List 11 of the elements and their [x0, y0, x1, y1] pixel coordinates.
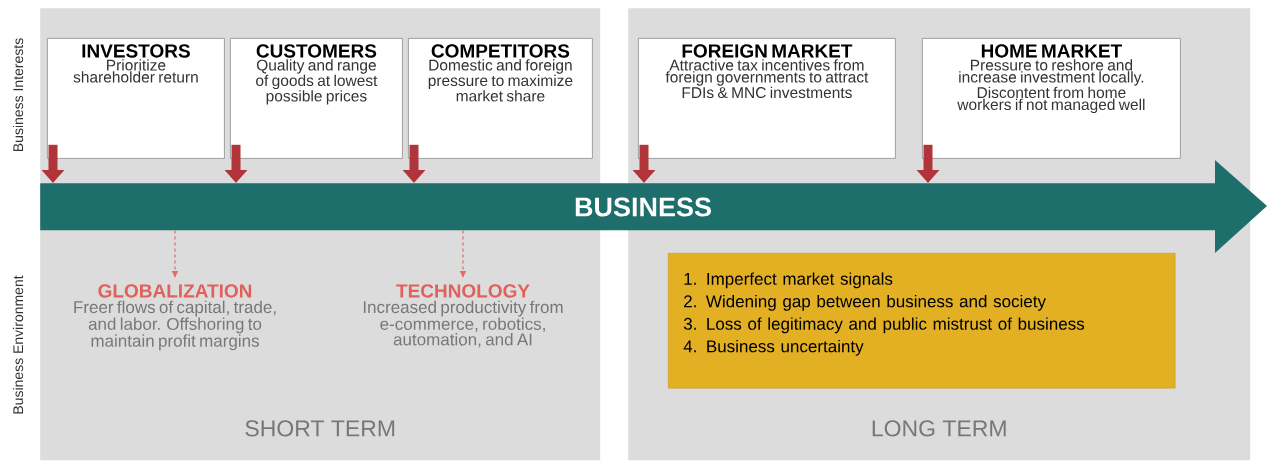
side-label: Business Interests: [12, 38, 24, 152]
info-box: FOREIGN MARKET Attractive tax incentives from foreign governments to attract FDIs & MNC investments: [638, 38, 896, 159]
info-box: CUSTOMERS Quality and range of goods at lowest possible prices: [230, 38, 403, 159]
info-box: COMPETITORS Domestic and foreign pressure to maximize market share: [408, 38, 593, 159]
timeline-band: BUSINESS: [40, 160, 1267, 253]
factor-text: GLOBALIZATION Freer flows of capital, trade, and labor. Offshoring to maintain profit margins: [74, 284, 276, 351]
factor-text: TECHNOLOGY Increased productivity from e-commerce, robotics, automation, and AI: [363, 284, 563, 348]
side-label: Business Environment: [12, 275, 24, 414]
issue-list-box: 1. Imperfect market signals 2. Widening gap between business and society 3. Loss of legitimacy and public mistrust of business 4. Business uncertainty: [668, 253, 1176, 389]
info-box: HOME MARKET Pressure to reshore and increase investment locally. Discontent from home workers if not managed well: [922, 38, 1181, 159]
info-box: INVESTORS Prioritize shareholder return: [47, 38, 225, 159]
